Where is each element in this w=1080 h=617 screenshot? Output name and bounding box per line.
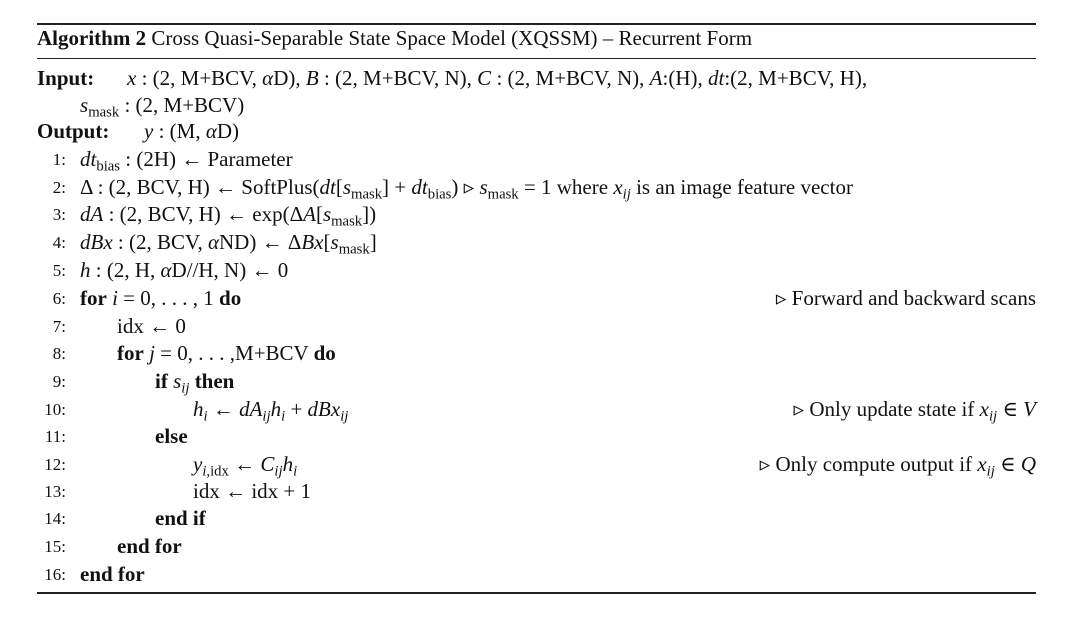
- line-text: end for: [80, 562, 145, 586]
- input-line-2: smask : (2, M+BCV): [0, 92, 1080, 121]
- line-number: 16:: [44, 565, 66, 584]
- line-number: 13:: [44, 482, 66, 501]
- algo-line-13: 13: idx ← idx + 1: [0, 478, 1080, 505]
- line-text: dtbias : (2H) ← Parameter: [80, 147, 293, 175]
- algo-line-14: 14: end if: [0, 505, 1080, 532]
- line-number: 4:: [52, 233, 66, 252]
- line-text: idx ← 0: [117, 314, 186, 338]
- line-number: 12:: [44, 455, 66, 474]
- line-text: dA : (2, BCV, H) ← exp(ΔA[smask]): [80, 202, 377, 230]
- line-comment: ▹ Forward and backward scans: [775, 286, 1036, 310]
- line-text: end if: [155, 506, 206, 530]
- top-rule: [37, 23, 1036, 25]
- algorithm-title: Cross Quasi-Separable State Space Model …: [151, 26, 753, 50]
- line-comment: ▹ Only update state if xij ∈ V: [793, 397, 1036, 425]
- line-number: 7:: [52, 317, 66, 336]
- line-number: 5:: [52, 261, 66, 280]
- line-text: hi ← dAijhi + dBxij: [193, 397, 349, 425]
- output-spec: y : (M, αD): [144, 119, 240, 143]
- algo-line-16: 16: end for: [0, 561, 1080, 588]
- line-text: h : (2, H, αD//H, N) ← 0: [80, 258, 289, 282]
- line-number: 8:: [52, 344, 66, 363]
- input-keyword: Input:: [37, 66, 95, 90]
- line-text: if sij then: [155, 369, 235, 397]
- line-text: for i = 0, . . . , 1 do: [80, 286, 242, 310]
- algo-line-15: 15: end for: [0, 533, 1080, 560]
- line-text: dBx : (2, BCV, αND) ← ΔBx[smask]: [80, 230, 377, 258]
- line-text: else: [155, 424, 188, 448]
- line-text: yi,idx ← Cijhi: [193, 452, 298, 480]
- line-number: 9:: [52, 372, 66, 391]
- output-keyword: Output:: [37, 119, 110, 143]
- algo-line-6: 6: for i = 0, . . . , 1 do ▹ Forward and…: [0, 285, 1080, 312]
- line-comment: ▹ Only compute output if xij ∈ Q: [759, 452, 1036, 480]
- line-number: 1:: [52, 150, 66, 169]
- line-number: 15:: [44, 537, 66, 556]
- line-text: for j = 0, . . . ,M+BCV do: [117, 341, 336, 365]
- input-spec: x : (2, M+BCV, αD), B : (2, M+BCV, N), C…: [127, 66, 868, 90]
- header-rule: [37, 58, 1036, 59]
- algo-line-5: 5: h : (2, H, αD//H, N) ← 0: [0, 257, 1080, 284]
- line-number: 2:: [52, 178, 66, 197]
- algo-line-4: 4: dBx : (2, BCV, αND) ← ΔBx[smask]: [0, 229, 1080, 258]
- algo-line-7: 7: idx ← 0: [0, 313, 1080, 340]
- line-number: 6:: [52, 289, 66, 308]
- algo-line-2: 2: Δ : (2, BCV, H) ← SoftPlus(dt[smask] …: [0, 174, 1080, 203]
- algo-line-12: 12: yi,idx ← Cijhi ▹ Only compute output…: [0, 451, 1080, 480]
- output-line: Output: y : (M, αD): [0, 118, 1080, 145]
- line-text: idx ← idx + 1: [193, 479, 312, 503]
- algo-line-1: 1: dtbias : (2H) ← Parameter: [0, 146, 1080, 175]
- algo-line-11: 11: else: [0, 423, 1080, 450]
- algorithm-caption: Algorithm 2 Cross Quasi-Separable State …: [37, 26, 752, 51]
- line-number: 11:: [44, 427, 66, 446]
- input-line-1: Input: x : (2, M+BCV, αD), B : (2, M+BCV…: [0, 65, 1080, 92]
- algo-line-10: 10: hi ← dAijhi + dBxij ▹ Only update st…: [0, 396, 1080, 425]
- algo-line-3: 3: dA : (2, BCV, H) ← exp(ΔA[smask]): [0, 201, 1080, 230]
- algo-line-8: 8: for j = 0, . . . ,M+BCV do: [0, 340, 1080, 367]
- algorithm-label: Algorithm 2: [37, 26, 147, 50]
- line-text: end for: [117, 534, 182, 558]
- line-text: Δ : (2, BCV, H) ← SoftPlus(dt[smask] + d…: [80, 175, 853, 203]
- algo-line-9: 9: if sij then: [0, 368, 1080, 397]
- input-smask: smask : (2, M+BCV): [80, 93, 245, 121]
- line-number: 14:: [44, 509, 66, 528]
- bottom-rule: [37, 592, 1036, 594]
- line-number: 3:: [52, 205, 66, 224]
- line-number: 10:: [44, 400, 66, 419]
